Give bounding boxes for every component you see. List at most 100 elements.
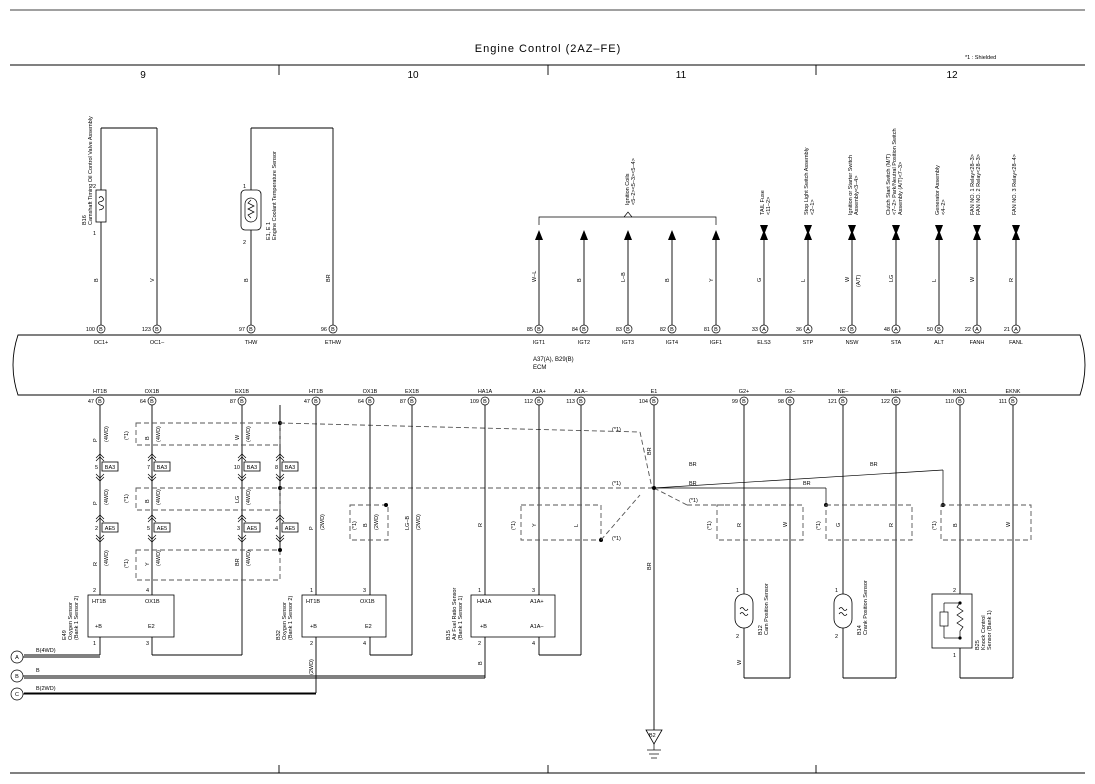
svg-text:36: 36 [796,327,802,333]
svg-text:FANL: FANL [1009,340,1023,346]
svg-text:B: B [1011,399,1015,405]
svg-text:2: 2 [736,634,739,640]
svg-text:85: 85 [527,327,533,333]
bus-terminal-a: A B(4WD) [10,648,56,664]
svg-text:Air Fuel Ratio Sensor: Air Fuel Ratio Sensor [452,588,458,640]
svg-text:22: 22 [965,327,971,333]
svg-text:5: 5 [95,465,98,471]
section-ticks [278,65,817,75]
svg-text:BR: BR [870,462,878,468]
svg-text:L: L [574,524,580,527]
svg-text:<5–2><5–3><5–4>: <5–2><5–3><5–4> [631,158,637,205]
svg-text:Oxygen Sensor: Oxygen Sensor [282,602,288,640]
svg-text:IGT1: IGT1 [533,340,545,346]
svg-text:Knock Control: Knock Control [981,615,987,650]
svg-text:Engine Coolant Temperature Sen: Engine Coolant Temperature Sensor [272,151,278,240]
svg-text:Stop Light Switch Assembly: Stop Light Switch Assembly [804,147,810,215]
svg-text:B: B [714,327,718,333]
ecm-connector-id: A37(A), B29(B) [533,357,574,363]
svg-text:BR: BR [647,447,653,455]
svg-text:Assembly<3–4>: Assembly<3–4> [854,176,860,215]
svg-text:ETHW: ETHW [325,340,342,346]
svg-text:R: R [1009,278,1015,282]
svg-text:OC1–: OC1– [150,340,165,346]
svg-text:Clutch Start Switch (M/T): Clutch Start Switch (M/T) [886,154,892,215]
svg-text:G: G [757,278,763,282]
svg-text:B: B [665,278,671,282]
svg-text:L: L [932,279,938,282]
svg-text:1: 1 [953,653,956,659]
svg-text:50: 50 [927,327,933,333]
svg-text:2: 2 [243,240,246,246]
svg-text:FANH: FANH [970,340,985,346]
svg-text:Generator Assembly: Generator Assembly [935,165,941,215]
svg-text:IGT4: IGT4 [666,340,678,346]
svg-text:(*1): (*1) [816,521,822,530]
svg-text:B: B [410,399,414,405]
svg-text:113: 113 [566,399,575,405]
ground-wiring [645,405,945,759]
svg-text:B: B [577,278,583,282]
bus-terminal-b: B B [10,668,40,683]
svg-text:A: A [894,327,898,333]
svg-text:Ignition Coils: Ignition Coils [625,173,631,205]
svg-text:81: 81 [704,327,710,333]
svg-text:3: 3 [237,526,240,532]
svg-text:1: 1 [478,588,481,594]
svg-text:+B: +B [95,624,102,630]
svg-text:<4–2>: <4–2> [941,199,947,215]
svg-text:B12: B12 [758,625,764,635]
svg-text:4: 4 [532,641,535,647]
svg-text:8: 8 [275,465,278,471]
ecm-bottom-pins: HT1BB47OX1BB64EX1BB87HT1BB47OX1BB64EX1BB… [88,389,1021,406]
svg-text:A1A+: A1A+ [530,599,544,605]
svg-text:(4WD): (4WD) [246,426,252,442]
svg-text:112: 112 [524,399,533,405]
svg-text:W: W [1006,521,1012,527]
svg-text:(*1): (*1) [124,494,130,503]
svg-text:A: A [15,655,19,661]
svg-text:(2WD): (2WD) [320,514,326,530]
svg-text:47: 47 [304,399,310,405]
svg-text:(4WD): (4WD) [104,426,110,442]
svg-text:A: A [762,327,766,333]
svg-text:B: B [958,399,962,405]
svg-text:BA3: BA3 [105,465,115,471]
svg-text:1: 1 [736,588,739,594]
svg-text:V: V [150,278,156,282]
svg-text:B: B [953,523,959,527]
svg-text:B: B [478,661,484,665]
svg-text:B: B [36,668,40,674]
svg-text:A: A [806,327,810,333]
svg-text:BR: BR [689,462,697,468]
svg-text:Oxygen Sensor: Oxygen Sensor [68,602,74,640]
svg-text:B15: B15 [446,630,452,640]
svg-text:<2–1>: <2–1> [810,199,816,215]
ecm-label: ECM [533,365,546,371]
svg-text:E49: E49 [62,630,68,640]
diagram-title: Engine Control (2AZ–FE) [475,43,622,55]
section-12: 12 [946,70,958,81]
svg-text:2: 2 [93,184,96,190]
svg-text:83: 83 [616,327,622,333]
svg-text:IGT3: IGT3 [622,340,634,346]
destination-labels: TAIL Fuse <11–2> Stop Light Switch Assem… [760,128,1018,215]
svg-text:100: 100 [86,327,95,333]
svg-text:110: 110 [945,399,954,405]
ecm-pin-bottom-g2-: G2+B99 [732,389,749,406]
svg-text:(4WD): (4WD) [156,489,162,505]
svg-text:E1, E 1: E1, E 1 [266,222,272,240]
svg-text:(Bank 1 Sensor 2): (Bank 1 Sensor 2) [288,596,294,640]
